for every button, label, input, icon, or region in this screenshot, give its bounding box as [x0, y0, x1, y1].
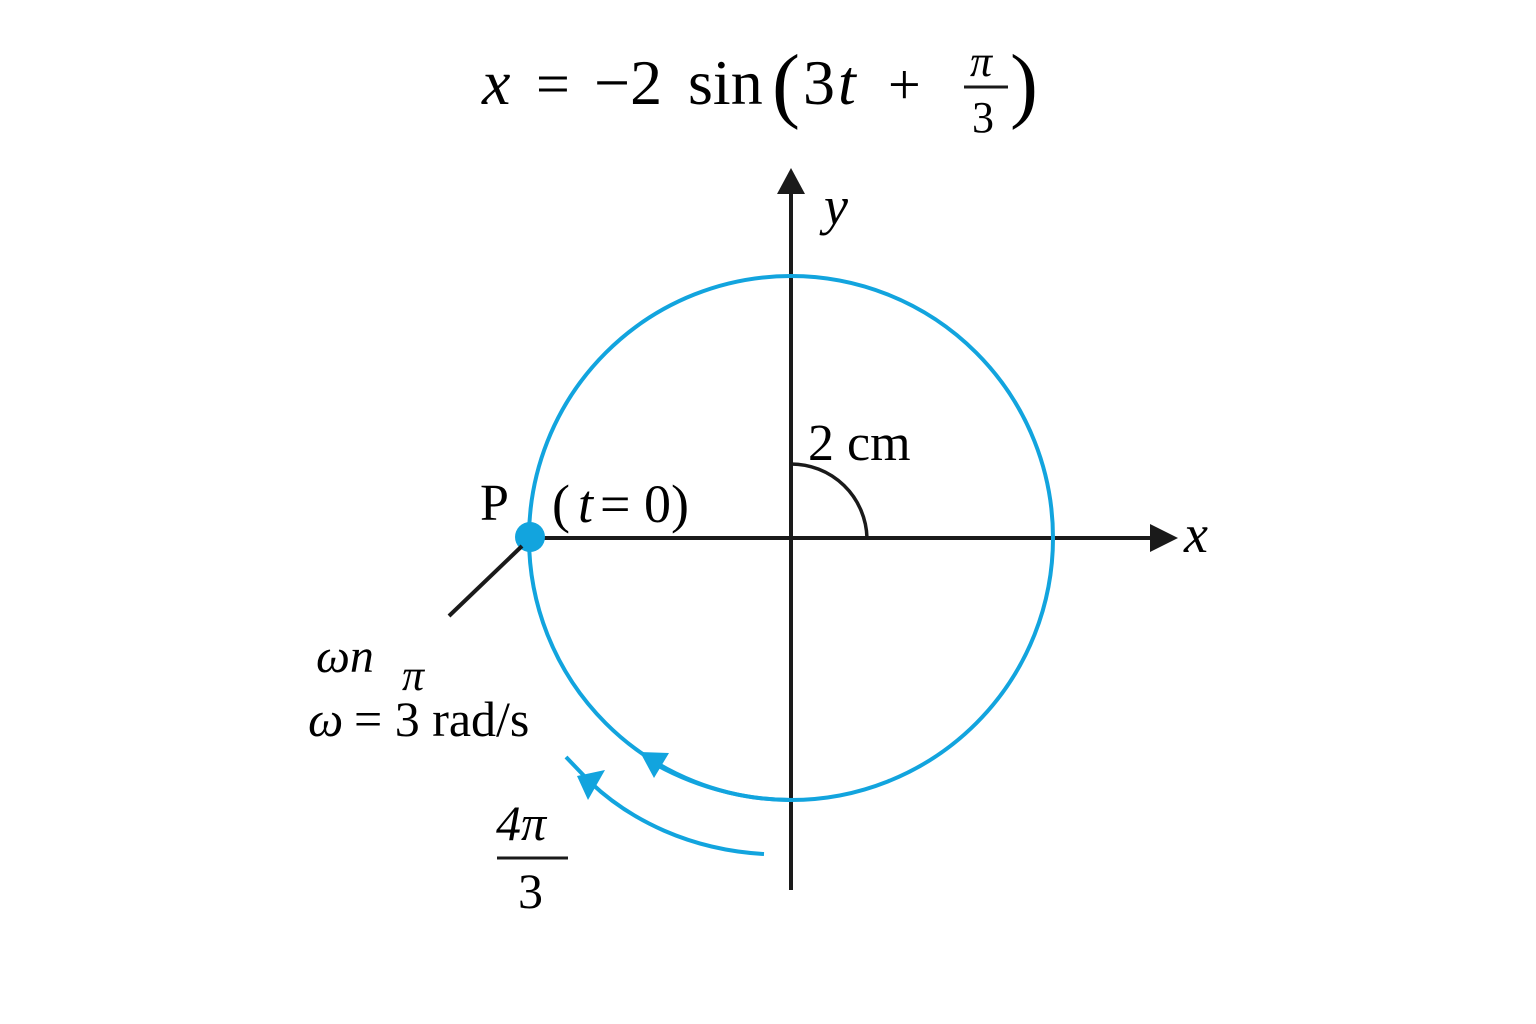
radius-label: 2 cm: [808, 415, 911, 472]
equation-equals: =: [536, 51, 570, 117]
x-axis-label: x: [1183, 504, 1208, 564]
garbled-annotation: ωn: [316, 630, 374, 683]
equation-frac-denominator: 3: [972, 93, 994, 142]
y-axis-arrow-icon: [777, 168, 805, 194]
equation-arg-coefficient: 3: [803, 47, 835, 118]
time-label-rest: = 0): [600, 474, 689, 534]
point-p-label: P: [480, 475, 509, 532]
rotation-arc-outer: [588, 780, 765, 856]
time-label-variable: t: [578, 474, 595, 534]
equation-coefficient: −2: [594, 47, 662, 118]
equation-sin: sin: [688, 47, 763, 118]
point-p-marker: [515, 522, 545, 552]
equation-plus: +: [888, 52, 921, 117]
angle-fraction-denominator: 3: [518, 863, 543, 919]
leader-line: [447, 544, 524, 618]
rotation-arrow-inner-icon: [640, 752, 669, 778]
omega-value: = 3 rad/s: [354, 691, 529, 747]
equation-close-paren: ): [1010, 38, 1038, 131]
time-label-open: (: [552, 474, 570, 534]
y-axis-label: y: [819, 176, 848, 236]
equation-frac-numerator: π: [970, 37, 994, 86]
equation-arg-variable: t: [838, 47, 858, 118]
x-axis-arrow-icon: [1150, 524, 1178, 552]
equation-open-paren: (: [772, 38, 800, 131]
pi-annotation: π: [402, 651, 426, 700]
omega-symbol: ω: [308, 691, 343, 747]
angle-fraction-numerator: 4π: [496, 795, 548, 851]
equation-lhs: x: [481, 47, 510, 118]
rotation-arc-inner: [646, 758, 792, 802]
angle-arc: [790, 462, 869, 539]
equation: x = −2 sin ( 3 t + π 3 ): [481, 37, 1038, 142]
rotation-arrow-outer-icon: [577, 770, 605, 800]
